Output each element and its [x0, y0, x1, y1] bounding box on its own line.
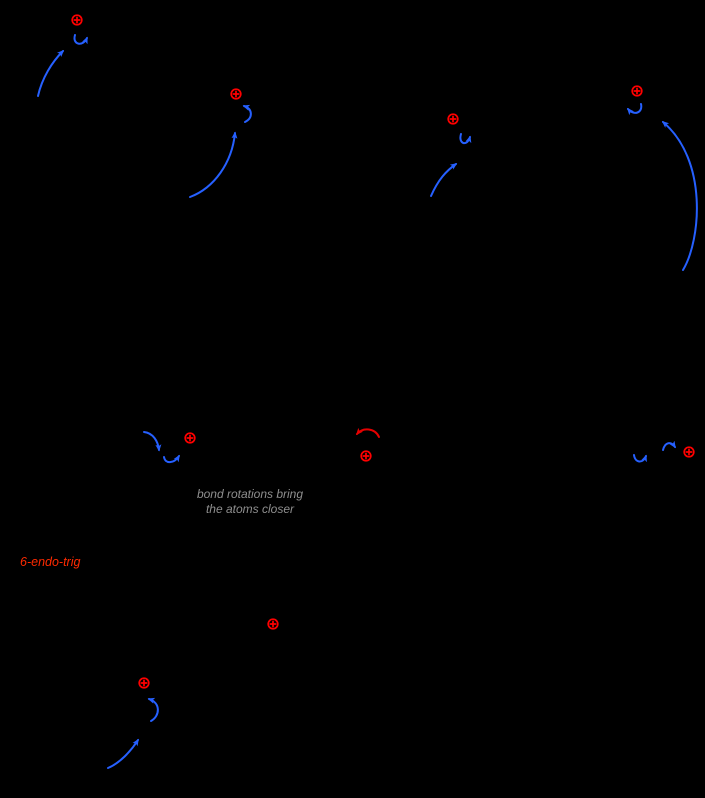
curl-arrow-8: [147, 697, 159, 722]
curl-arrow-2: [242, 104, 252, 123]
bond-rotation-arrow-icon: [356, 427, 380, 438]
plus-charge-icon-6: [360, 450, 372, 462]
plus-charge-icon-8: [267, 618, 279, 630]
curved-arrow-4: [661, 121, 698, 271]
curved-arrow-1: [37, 49, 65, 97]
ring-closure-label: 6-endo-trig: [20, 555, 81, 569]
plus-charge-icon-7: [683, 446, 695, 458]
curl-arrow-4: [627, 103, 643, 116]
bond-rotation-note: bond rotations bring the atoms closer: [172, 487, 328, 516]
plus-charge-icon-4: [631, 85, 643, 97]
plus-charge-icon-9: [138, 677, 150, 689]
curl-arrow-1: [73, 34, 88, 45]
curl-arrow-7a: [633, 454, 647, 463]
curved-arrow-3: [430, 163, 458, 197]
curved-arrow-8: [107, 738, 139, 769]
curved-arrow-2: [189, 131, 238, 198]
plus-charge-icon-5: [184, 432, 196, 444]
curl-arrow-5: [163, 454, 180, 464]
bond-rotation-note-line2: the atoms closer: [205, 501, 295, 516]
bond-rotation-note-line1: bond rotations bring: [196, 487, 304, 501]
curved-arrow-5: [143, 431, 162, 452]
curl-arrow-3: [459, 133, 472, 145]
plus-charge-icon-1: [71, 14, 83, 26]
curl-arrow-7b: [662, 440, 676, 451]
plus-charge-icon-2: [230, 88, 242, 100]
plus-charge-icon-3: [447, 113, 459, 125]
